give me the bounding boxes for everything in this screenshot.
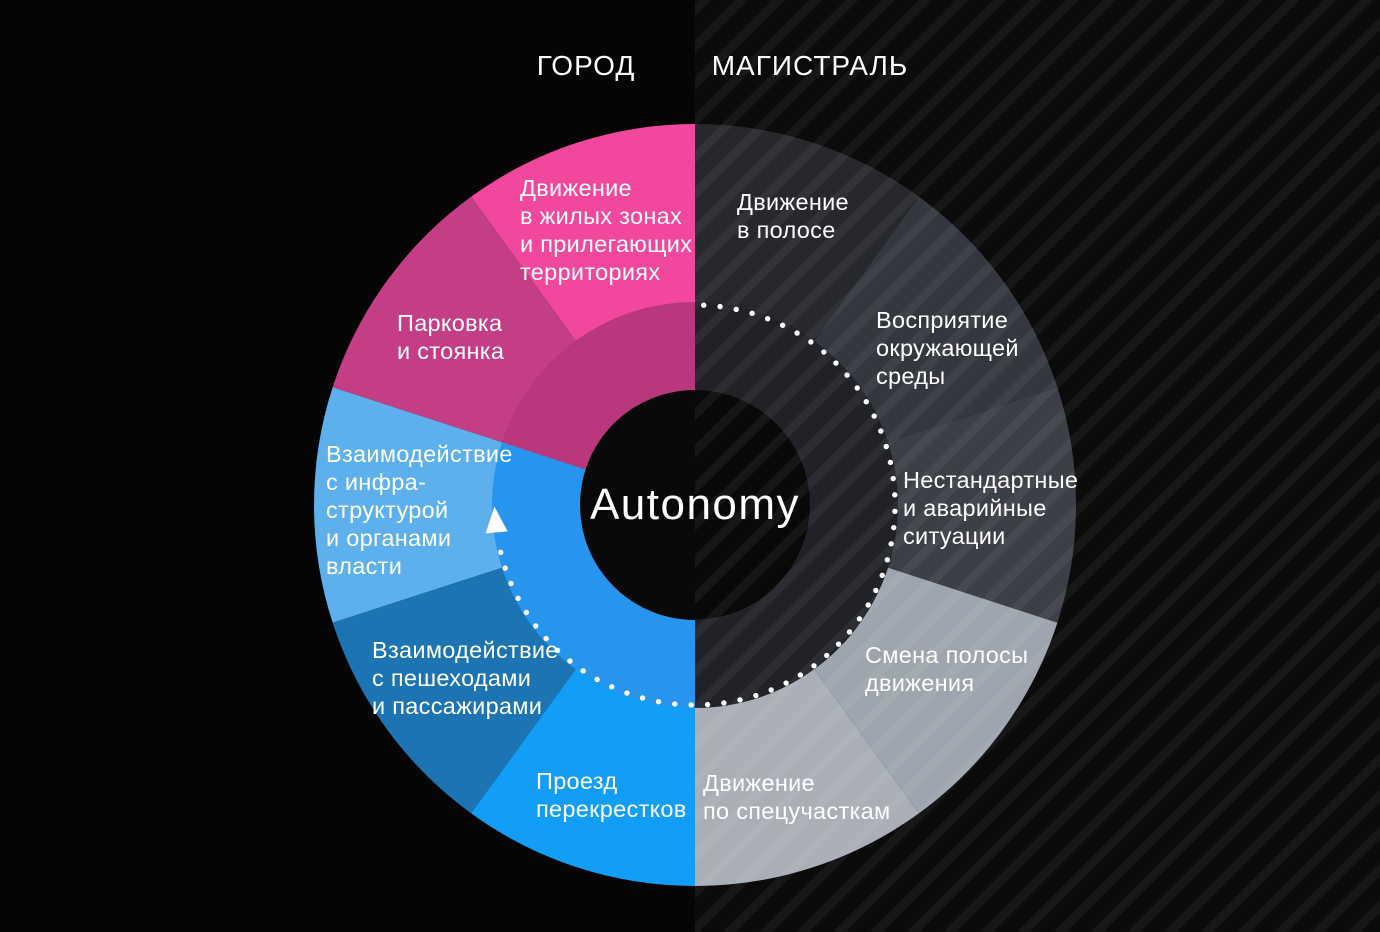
progress-dot bbox=[508, 580, 514, 587]
progress-arrow-icon bbox=[485, 506, 508, 534]
progress-dot bbox=[892, 492, 898, 498]
progress-dot bbox=[811, 663, 817, 669]
progress-dot bbox=[863, 398, 869, 405]
progress-dot bbox=[580, 668, 586, 674]
progress-dot bbox=[854, 385, 860, 391]
progress-dot bbox=[888, 541, 894, 547]
progress-dot bbox=[515, 595, 521, 601]
progress-dot bbox=[873, 587, 879, 594]
progress-dot bbox=[808, 339, 814, 345]
progress-dot bbox=[639, 695, 646, 701]
progress-arc bbox=[485, 302, 898, 708]
progress-dot bbox=[688, 702, 694, 708]
progress-dot bbox=[779, 322, 786, 328]
progress-dot bbox=[554, 647, 561, 654]
progress-dot bbox=[594, 676, 600, 683]
progress-dot bbox=[532, 623, 539, 629]
progress-dot bbox=[701, 302, 707, 308]
city-header: ГОРОД bbox=[536, 50, 636, 81]
progress-dot bbox=[523, 609, 530, 616]
progress-dot bbox=[733, 306, 739, 312]
inner-city-blue bbox=[492, 442, 695, 708]
progress-dot bbox=[764, 315, 771, 322]
progress-dot bbox=[497, 549, 504, 556]
progress-dot bbox=[879, 572, 885, 579]
progress-dot bbox=[753, 692, 759, 699]
center-label: Autonomy bbox=[589, 480, 801, 529]
progress-dot bbox=[783, 680, 789, 686]
progress-dot bbox=[835, 641, 842, 647]
progress-dot bbox=[890, 475, 896, 482]
progress-dot bbox=[884, 557, 891, 563]
progress-dot bbox=[794, 330, 800, 336]
progress-dot bbox=[768, 687, 774, 693]
progress-dot bbox=[655, 698, 662, 705]
highway-header: МАГИСТРАЛЬ bbox=[711, 50, 909, 81]
progress-dot bbox=[567, 658, 573, 664]
progress-dot bbox=[871, 413, 877, 419]
progress-dot bbox=[833, 360, 839, 366]
progress-dot bbox=[749, 310, 755, 317]
diagonal-stripes-overlay bbox=[695, 0, 1380, 932]
progress-dot bbox=[892, 508, 898, 514]
progress-dot bbox=[797, 672, 804, 678]
progress-dot bbox=[865, 602, 871, 608]
progress-dot bbox=[609, 684, 615, 690]
progress-dot bbox=[717, 303, 723, 310]
progress-dot bbox=[624, 690, 630, 696]
progress-dot bbox=[891, 524, 897, 531]
progress-dot bbox=[878, 428, 884, 434]
progress-dot bbox=[672, 701, 678, 707]
progress-dot bbox=[844, 372, 850, 378]
progress-dot bbox=[856, 616, 863, 622]
progress-dot bbox=[883, 443, 889, 450]
progress-dot bbox=[846, 629, 853, 635]
progress-dot bbox=[737, 697, 743, 703]
progress-dot bbox=[887, 459, 894, 466]
progress-dot bbox=[821, 349, 827, 355]
progress-dot bbox=[543, 635, 549, 642]
progress-dot bbox=[502, 565, 508, 571]
progress-dot bbox=[721, 700, 727, 706]
progress-dot bbox=[704, 701, 711, 708]
progress-dot bbox=[824, 652, 830, 659]
inner-city-magenta bbox=[501, 302, 695, 470]
